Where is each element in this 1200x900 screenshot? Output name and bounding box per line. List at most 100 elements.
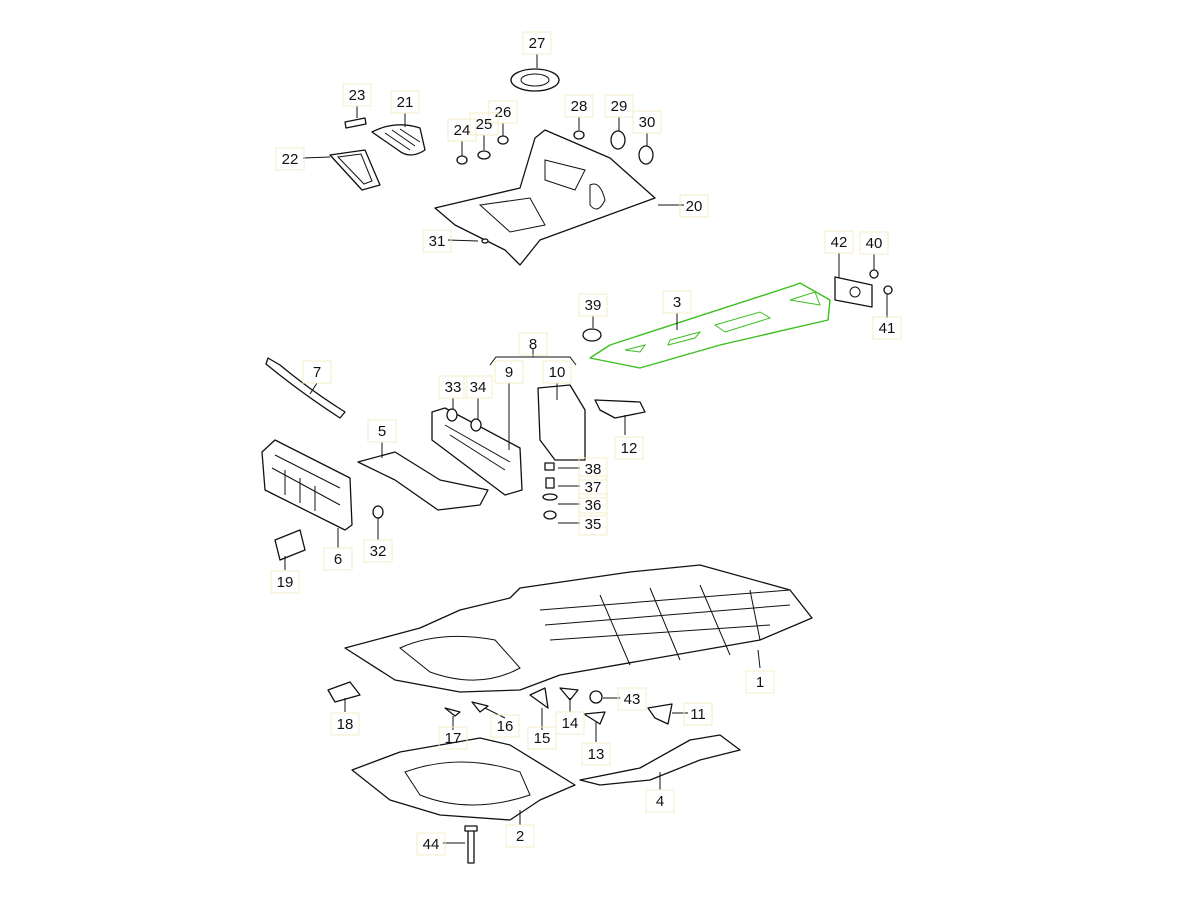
callout-43[interactable]: 43 xyxy=(617,687,647,711)
callout-number[interactable]: 4 xyxy=(656,793,664,810)
callout-42[interactable]: 42 xyxy=(824,230,854,254)
callout-29[interactable]: 29 xyxy=(604,94,634,118)
part-32-bushing[interactable] xyxy=(372,505,384,519)
callout-36[interactable]: 36 xyxy=(578,493,608,517)
callout-number[interactable]: 28 xyxy=(571,98,588,115)
part-5-crossmember[interactable] xyxy=(357,451,489,511)
part-44-bolt[interactable] xyxy=(464,825,478,864)
callout-38[interactable]: 38 xyxy=(578,457,608,481)
callout-21[interactable]: 21 xyxy=(390,90,420,114)
callout-10[interactable]: 10 xyxy=(542,360,572,384)
callout-13[interactable]: 13 xyxy=(581,742,611,766)
callout-27[interactable]: 27 xyxy=(522,31,552,55)
callout-number[interactable]: 19 xyxy=(277,574,294,591)
callout-number[interactable]: 13 xyxy=(588,746,605,763)
callout-23[interactable]: 23 xyxy=(342,83,372,107)
callout-number[interactable]: 31 xyxy=(429,233,446,250)
callout-number[interactable]: 7 xyxy=(313,364,321,381)
callout-6[interactable]: 6 xyxy=(323,547,353,571)
callout-35[interactable]: 35 xyxy=(578,512,608,536)
callout-26[interactable]: 26 xyxy=(488,100,518,124)
callout-number[interactable]: 16 xyxy=(497,718,514,735)
callout-20[interactable]: 20 xyxy=(679,194,709,218)
part-10-panel[interactable] xyxy=(537,384,586,461)
callout-number[interactable]: 12 xyxy=(621,440,638,457)
part-27-ring[interactable] xyxy=(510,68,560,92)
callout-33[interactable]: 33 xyxy=(438,375,468,399)
callout-16[interactable]: 16 xyxy=(490,714,520,738)
parts-35-38-mounts[interactable] xyxy=(542,462,558,520)
callout-number[interactable]: 23 xyxy=(349,87,366,104)
callout-number[interactable]: 33 xyxy=(445,379,462,396)
callout-25[interactable]: 25 xyxy=(469,112,499,136)
callout-number[interactable]: 1 xyxy=(756,674,764,691)
callout-22[interactable]: 22 xyxy=(275,147,305,171)
callout-37[interactable]: 37 xyxy=(578,475,608,499)
callout-41[interactable]: 41 xyxy=(872,316,902,340)
part-21-grille[interactable] xyxy=(371,124,426,156)
callout-number[interactable]: 22 xyxy=(282,151,299,168)
callout-number[interactable]: 20 xyxy=(686,198,703,215)
part-39-plug[interactable] xyxy=(582,328,602,342)
callout-number[interactable]: 8 xyxy=(529,336,537,353)
callout-17[interactable]: 17 xyxy=(438,726,468,750)
part-40-41-nuts[interactable] xyxy=(869,269,893,295)
callout-number[interactable]: 42 xyxy=(831,234,848,251)
callout-number[interactable]: 34 xyxy=(470,379,487,396)
callout-number[interactable]: 27 xyxy=(529,35,546,52)
callout-number[interactable]: 24 xyxy=(454,122,471,139)
callout-28[interactable]: 28 xyxy=(564,94,594,118)
callout-number[interactable]: 5 xyxy=(378,423,386,440)
callout-number[interactable]: 38 xyxy=(585,461,602,478)
part-20-floor-assembly[interactable] xyxy=(434,129,656,266)
callout-7[interactable]: 7 xyxy=(302,360,332,384)
part-19-bracket[interactable] xyxy=(274,529,306,561)
callout-2[interactable]: 2 xyxy=(505,824,535,848)
callout-18[interactable]: 18 xyxy=(330,712,360,736)
callout-number[interactable]: 3 xyxy=(673,294,681,311)
callout-number[interactable]: 41 xyxy=(879,320,896,337)
callout-number[interactable]: 39 xyxy=(585,297,602,314)
callout-number[interactable]: 25 xyxy=(476,116,493,133)
part-7-strip[interactable] xyxy=(265,357,346,419)
callout-number[interactable]: 35 xyxy=(585,516,602,533)
part-12-bracket[interactable] xyxy=(594,399,646,419)
callout-44[interactable]: 44 xyxy=(416,832,446,856)
callout-number[interactable]: 18 xyxy=(337,716,354,733)
callout-9[interactable]: 9 xyxy=(494,360,524,384)
callout-24[interactable]: 24 xyxy=(447,118,477,142)
callout-number[interactable]: 26 xyxy=(495,104,512,121)
small-brackets-lower[interactable] xyxy=(327,681,673,725)
callout-5[interactable]: 5 xyxy=(367,419,397,443)
callout-number[interactable]: 30 xyxy=(639,114,656,131)
callout-number[interactable]: 40 xyxy=(866,235,883,252)
callout-4[interactable]: 4 xyxy=(645,789,675,813)
part-6-rear-panel[interactable] xyxy=(261,439,353,531)
part-23-screw[interactable] xyxy=(344,117,367,129)
callout-number[interactable]: 2 xyxy=(516,828,524,845)
small-plugs-top[interactable] xyxy=(456,130,654,244)
callout-number[interactable]: 43 xyxy=(624,691,641,708)
callout-number[interactable]: 36 xyxy=(585,497,602,514)
callout-11[interactable]: 11 xyxy=(683,702,713,726)
part-22-gasket[interactable] xyxy=(329,149,381,191)
callout-number[interactable]: 6 xyxy=(334,551,342,568)
callout-34[interactable]: 34 xyxy=(463,375,493,399)
part-4-sill[interactable] xyxy=(579,734,741,786)
callout-number[interactable]: 21 xyxy=(397,94,414,111)
callout-31[interactable]: 31 xyxy=(422,229,452,253)
callout-30[interactable]: 30 xyxy=(632,110,662,134)
callout-12[interactable]: 12 xyxy=(614,436,644,460)
callout-number[interactable]: 44 xyxy=(423,836,440,853)
callout-14[interactable]: 14 xyxy=(555,711,585,735)
callout-number[interactable]: 15 xyxy=(534,730,551,747)
part-33-34-bushings[interactable] xyxy=(446,408,482,432)
callout-number[interactable]: 10 xyxy=(549,364,566,381)
callout-3[interactable]: 3 xyxy=(662,290,692,314)
callout-number[interactable]: 17 xyxy=(445,730,462,747)
callout-group-8[interactable]: 8 xyxy=(518,332,548,356)
callout-40[interactable]: 40 xyxy=(859,231,889,255)
callout-number[interactable]: 37 xyxy=(585,479,602,496)
callout-number[interactable]: 29 xyxy=(611,98,628,115)
callout-39[interactable]: 39 xyxy=(578,293,608,317)
